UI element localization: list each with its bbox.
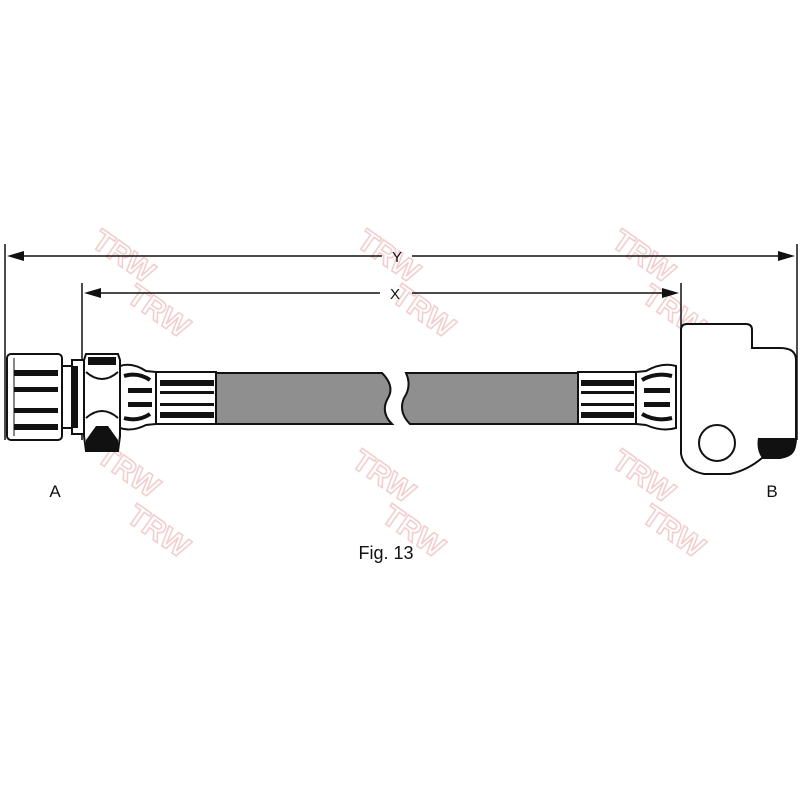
end-label-a: A xyxy=(49,482,61,501)
hose-left xyxy=(215,372,395,425)
watermark: TRW xyxy=(121,279,196,345)
fitting-a-ferrule xyxy=(119,363,217,431)
fitting-a-hex xyxy=(83,353,121,452)
dimension-x-label: X xyxy=(390,286,400,303)
watermark: TRW xyxy=(636,499,711,565)
figure-caption: Fig. 13 xyxy=(358,543,413,563)
watermark: TRW xyxy=(606,444,681,510)
fitting-b-banjo xyxy=(680,323,797,475)
fitting-a-collar xyxy=(61,359,85,435)
dimension-y-label: Y xyxy=(392,249,402,266)
watermark: TRW xyxy=(351,224,426,290)
fitting-b-ferrule xyxy=(577,363,677,431)
watermark: TRW xyxy=(86,224,161,290)
end-label-b: B xyxy=(766,482,777,501)
watermark: TRW xyxy=(121,499,196,565)
fitting-a-nut xyxy=(6,353,63,441)
hose-right xyxy=(401,372,579,425)
watermark: TRW xyxy=(346,444,421,510)
watermark: TRW xyxy=(606,224,681,290)
